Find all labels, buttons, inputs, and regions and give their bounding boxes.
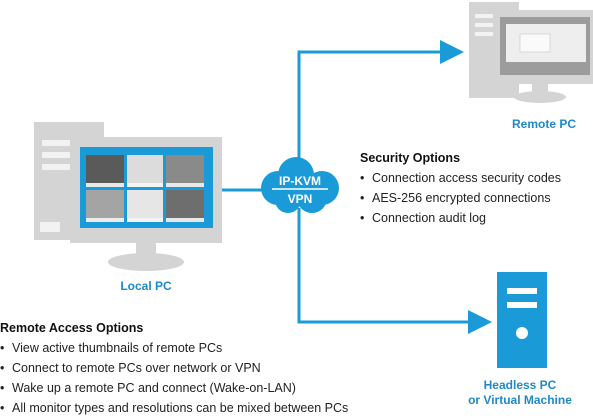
cloud-label-vpn: VPN xyxy=(287,192,313,206)
remote-pc-label: Remote PC xyxy=(511,117,576,131)
cloud-label-ipkvm: IP-KVM xyxy=(279,174,321,188)
security-options-list: Connection access security codes AES-256… xyxy=(360,168,561,228)
remote-access-option-item: Connect to remote PCs over network or VP… xyxy=(0,358,348,378)
remote-pc-icon xyxy=(469,2,593,103)
remote-access-option-item: All monitor types and resolutions can be… xyxy=(0,398,348,418)
remote-access-option-item: View active thumbnails of remote PCs xyxy=(0,338,348,358)
remote-access-option-item: Wake up a remote PC and connect (Wake-on… xyxy=(0,378,348,398)
headless-pc-icon xyxy=(497,272,547,368)
ip-kvm-vpn-cloud xyxy=(261,157,339,213)
local-pc-icon xyxy=(34,122,222,271)
headless-pc-label: Headless PC xyxy=(483,378,557,392)
security-option-item: Connection audit log xyxy=(360,208,561,228)
virtual-machine-label: or Virtual Machine xyxy=(468,393,572,407)
arrow-to-headless-pc xyxy=(297,208,492,334)
security-option-item: AES-256 encrypted connections xyxy=(360,188,561,208)
thumbnail-grid xyxy=(86,155,204,222)
remote-access-options-list: View active thumbnails of remote PCs Con… xyxy=(0,338,348,418)
remote-access-options-title: Remote Access Options xyxy=(0,321,144,335)
security-option-item: Connection access security codes xyxy=(360,168,561,188)
security-options-title: Security Options xyxy=(360,151,461,165)
local-pc-label: Local PC xyxy=(120,279,172,293)
arrow-to-remote-pc xyxy=(297,40,464,163)
